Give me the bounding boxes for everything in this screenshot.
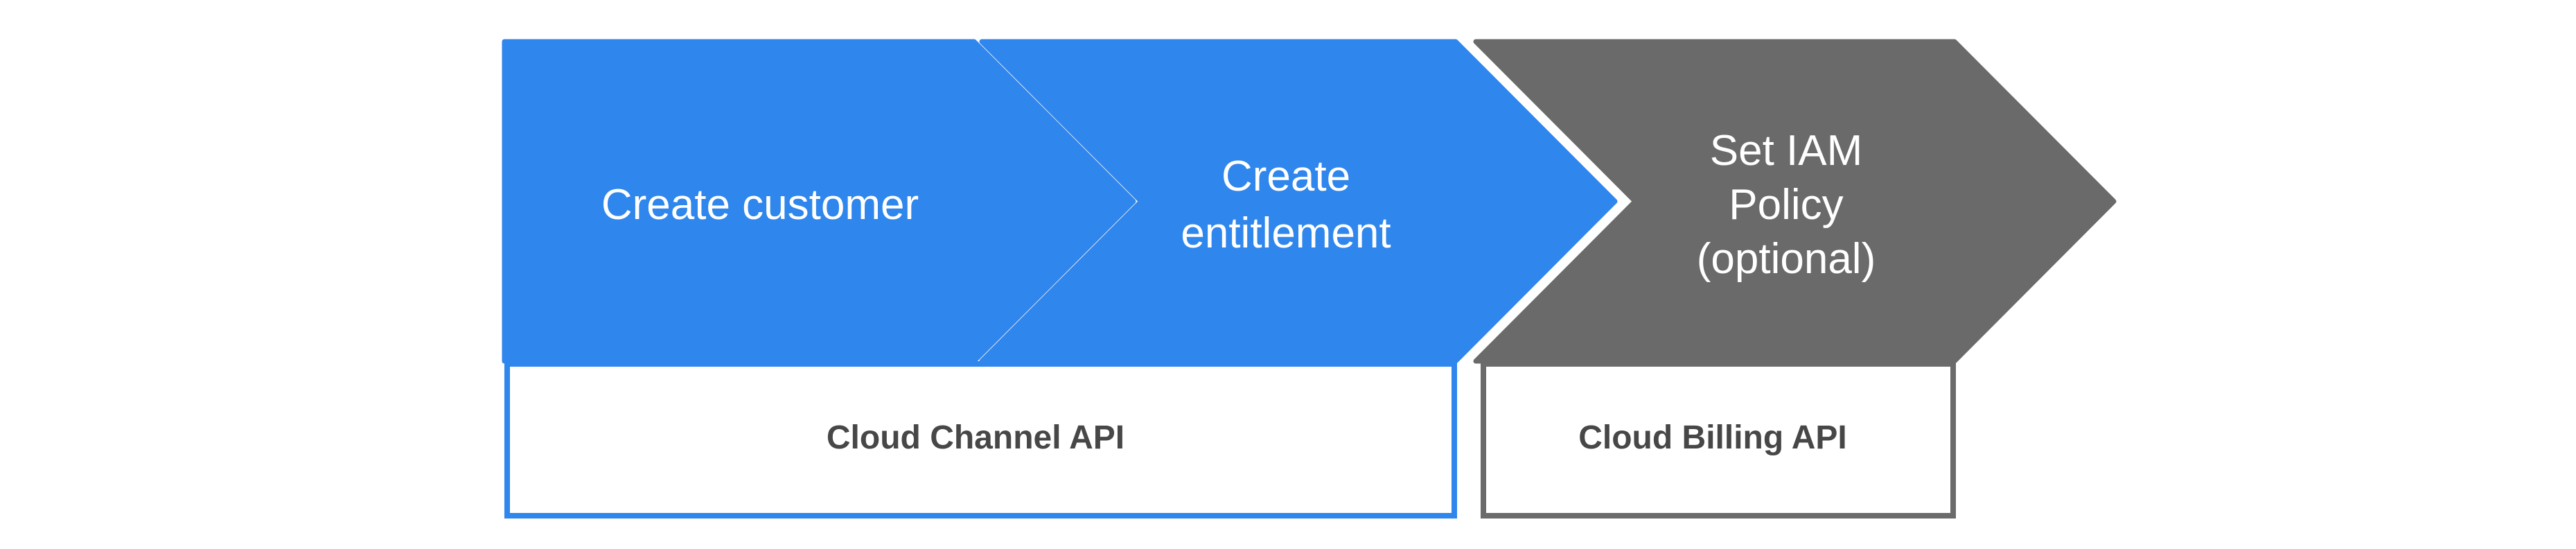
flow-step-create-entitlement: Create entitlement (979, 39, 1618, 364)
set-iam-policy-label-line3: (optional) (1697, 235, 1876, 283)
flow-step-set-iam-policy: Set IAM Policy (optional) (1473, 39, 2117, 364)
cloud-channel-api-box (504, 361, 1457, 518)
create-customer-label: Create customer (601, 181, 919, 229)
api-box-cloud-billing: Cloud Billing API (1481, 361, 1956, 518)
cloud-billing-api-label: Cloud Billing API (1578, 419, 1847, 456)
create-entitlement-label-line2: entitlement (1181, 209, 1391, 257)
create-entitlement-arrow (979, 39, 1618, 364)
create-customer-arrow (502, 39, 1136, 364)
create-entitlement-label-line1: Create (1221, 152, 1350, 200)
set-iam-policy-label-line1: Set IAM (1710, 127, 1863, 175)
api-box-cloud-channel: Cloud Channel API (504, 361, 1457, 518)
flow-step-create-customer: Create customer (502, 39, 1136, 364)
cloud-channel-api-label: Cloud Channel API (827, 419, 1124, 456)
cloud-billing-api-box (1481, 361, 1956, 518)
set-iam-policy-arrow (1473, 39, 2117, 364)
set-iam-policy-label-line2: Policy (1729, 181, 1843, 229)
